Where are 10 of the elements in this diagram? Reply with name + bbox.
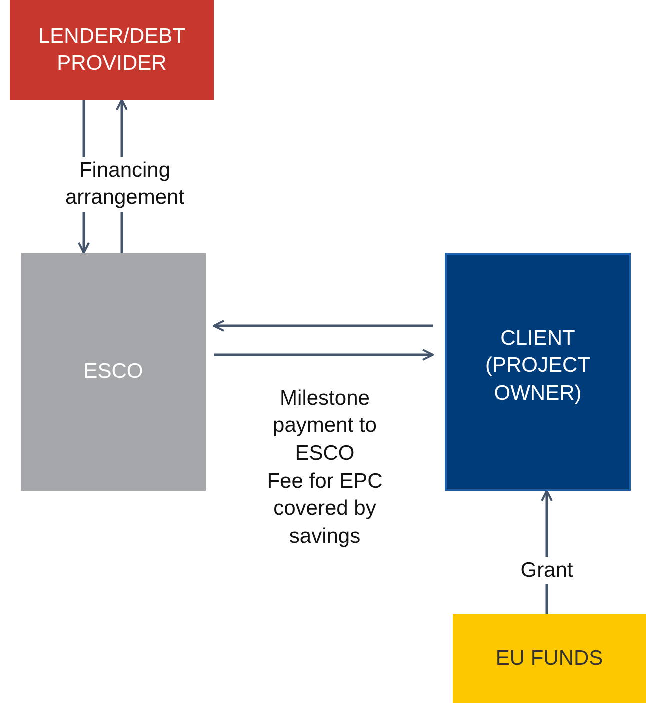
entity-name: EU FUNDS [496, 646, 604, 672]
arrow [214, 349, 434, 361]
entity-box [10, 0, 214, 100]
entity-box [21, 253, 206, 491]
arrow [213, 320, 433, 332]
entity-name: ESCO [84, 359, 144, 386]
entity-name: CLIENT (PROJECT OWNER) [484, 326, 592, 407]
entity-box [453, 614, 646, 703]
entity-box [445, 253, 631, 491]
entity-name: LENDER/DEBT PROVIDER [37, 24, 187, 77]
